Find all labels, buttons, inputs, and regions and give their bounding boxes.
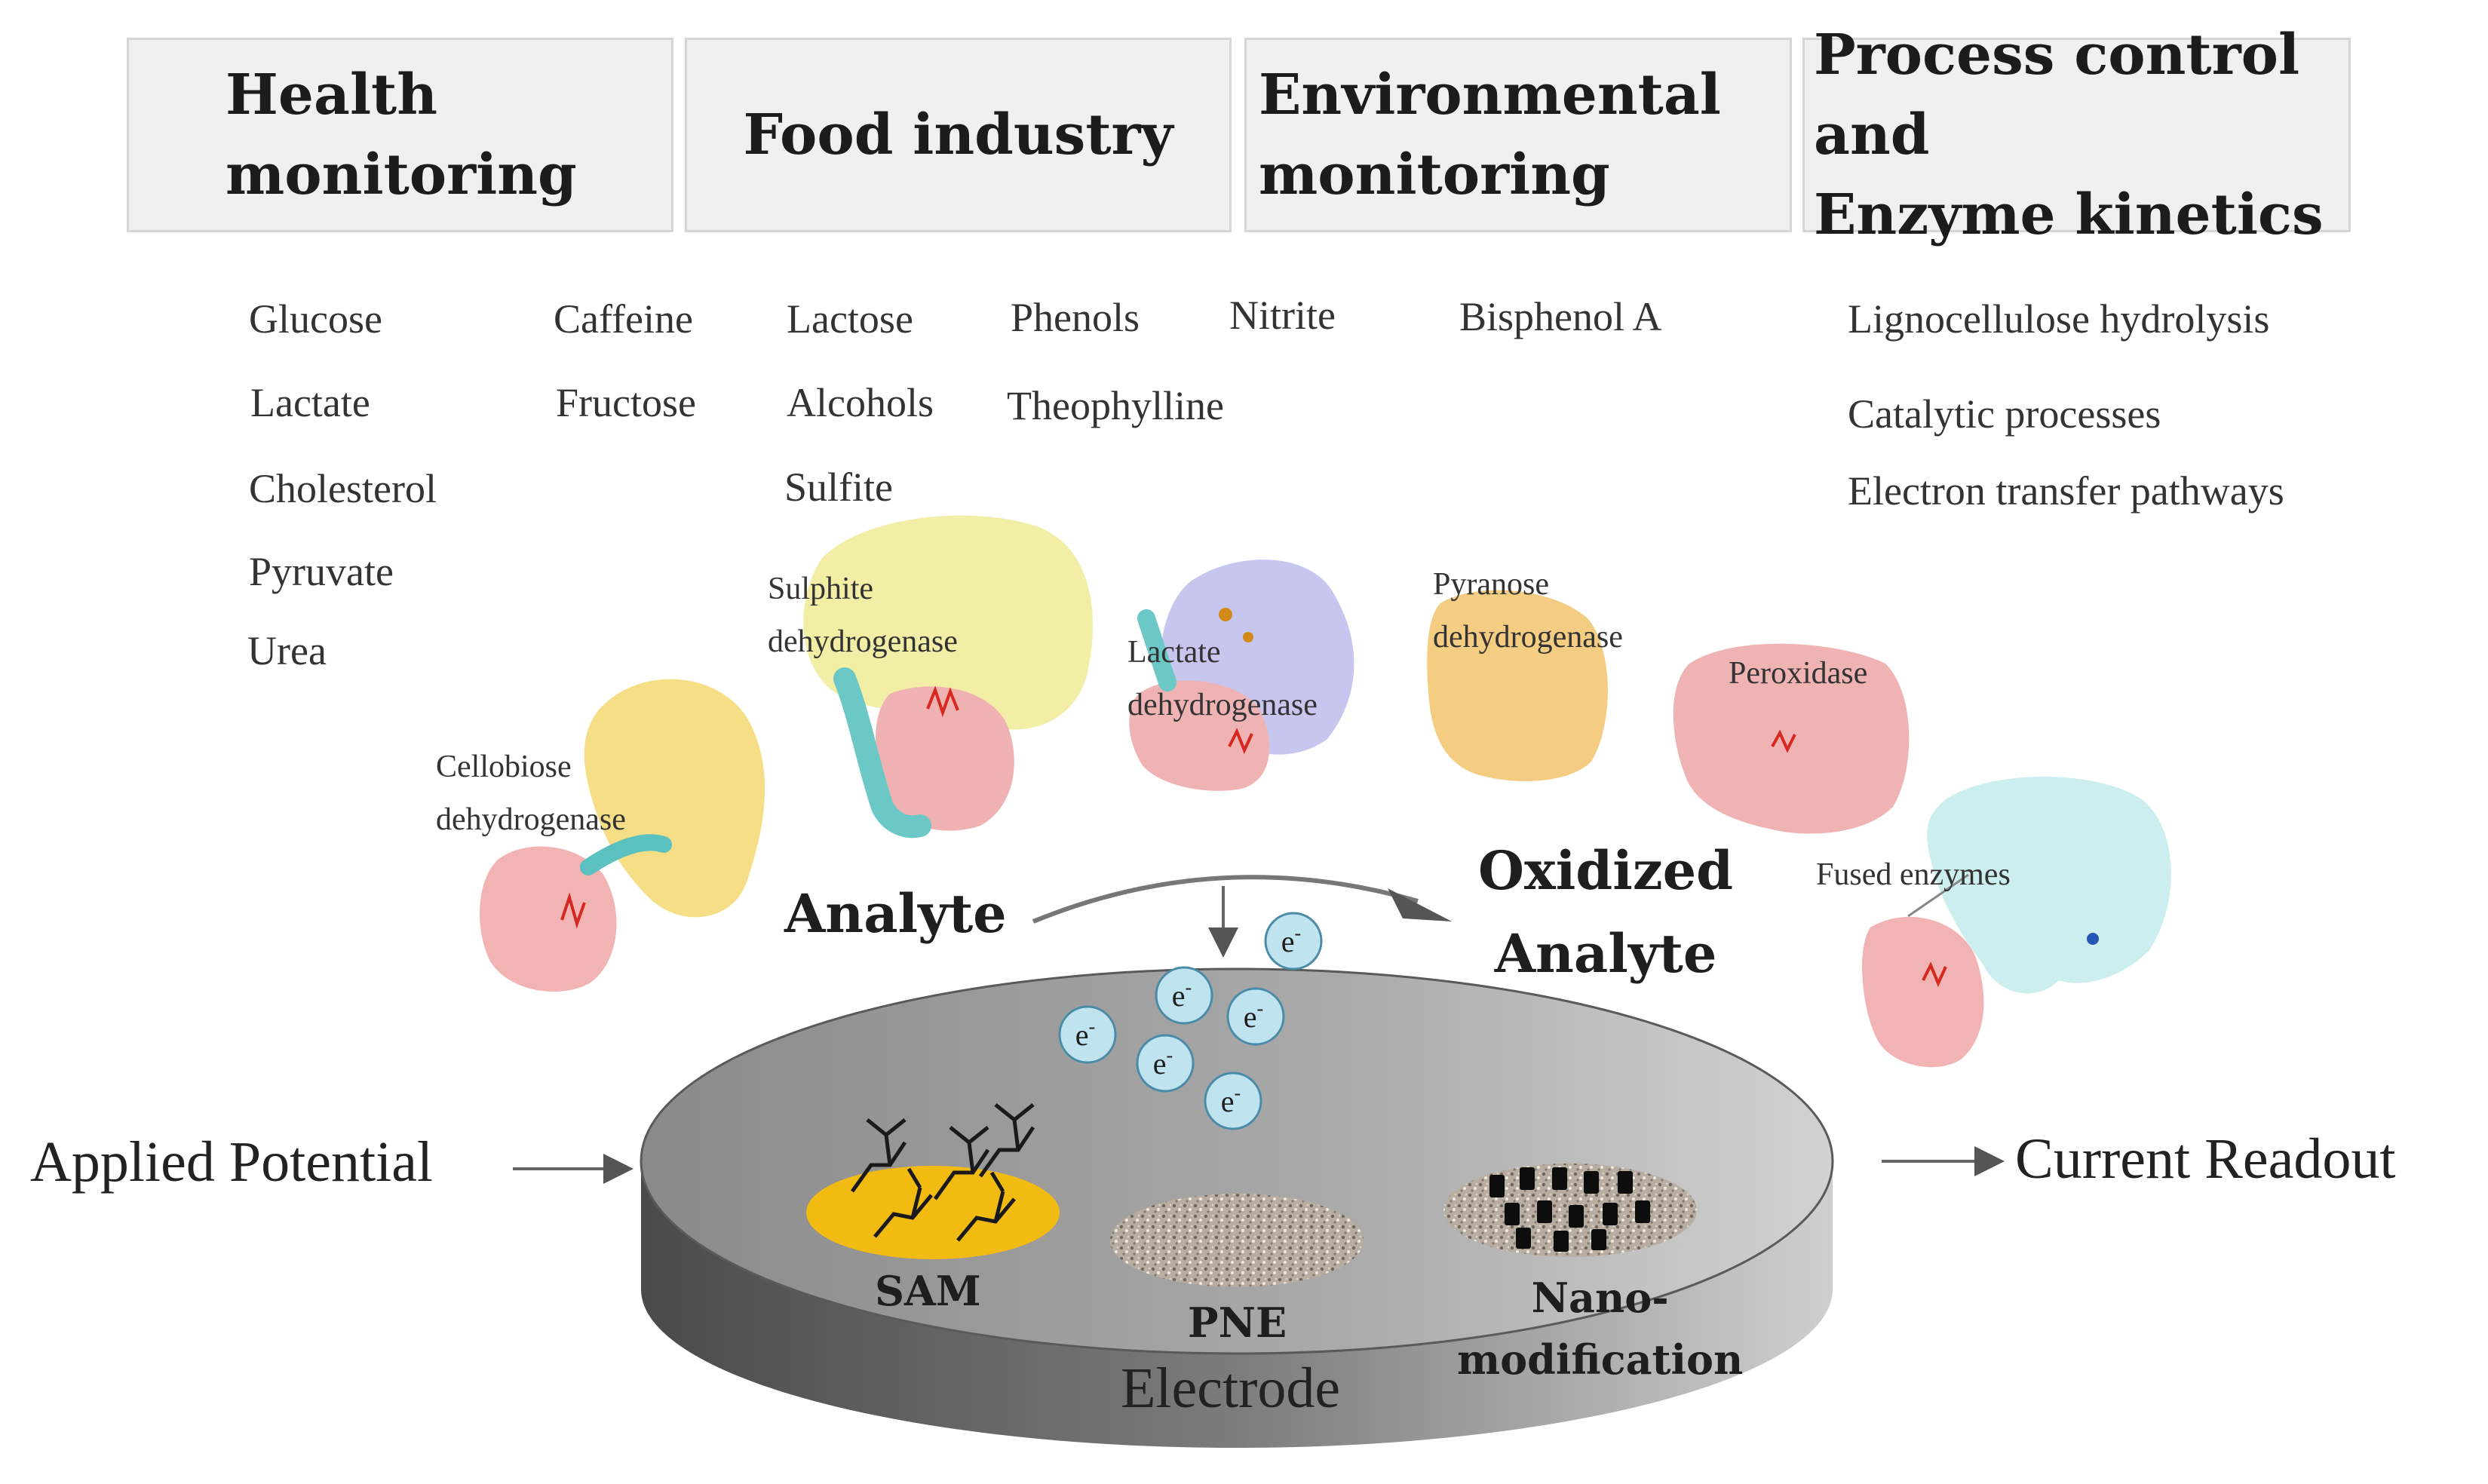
- enzyme-label-sulphite: Sulphite dehydrogenase: [768, 572, 958, 659]
- category-title: Process control and Enzyme kinetics: [1814, 23, 2324, 247]
- enzyme-label-lactate: Lactate dehydrogenase: [1127, 635, 1318, 722]
- pne-label: PNE: [1188, 1298, 1287, 1347]
- analyte-fructose: Fructose: [556, 380, 696, 425]
- electrons: e- e- e- e- e- e-: [1058, 912, 1323, 1130]
- enzyme-label-pyranose: Pyranose dehydrogenase: [1433, 567, 1623, 655]
- sam-surface: [806, 1103, 1060, 1259]
- reaction-arrows: [513, 875, 2005, 1184]
- enzyme-label-peroxidase: Peroxidase: [1729, 656, 1868, 691]
- pne-surface: [1110, 1194, 1364, 1287]
- nano-modification-surface: [1443, 1164, 1697, 1257]
- electrode-label: Electrode: [1121, 1357, 1341, 1420]
- analyte-electron-transfer-pathways: Electron transfer pathways: [1848, 468, 2284, 514]
- nano-modification-label: Nano- modification: [1457, 1274, 1744, 1384]
- category-title: Food industry: [743, 103, 1173, 167]
- applied-potential-label: Applied Potential: [30, 1130, 434, 1194]
- analyte-bisphenol-a: Bisphenol A: [1459, 294, 1662, 339]
- electron-label: e-: [1075, 1016, 1095, 1052]
- reaction-arrowhead-icon: [1388, 888, 1452, 921]
- analyte-theophylline: Theophylline: [1007, 383, 1224, 428]
- electron-label: e-: [1221, 1082, 1241, 1118]
- electron-label: e-: [1281, 922, 1301, 958]
- analyte-glucose: Glucose: [249, 296, 382, 342]
- electron-label: e-: [1244, 998, 1263, 1034]
- category-health-monitoring: Health monitoring: [127, 38, 673, 232]
- enzyme-label-cellobiose: Cellobiose dehydrogenase: [436, 750, 626, 837]
- category-food-industry: Food industry: [685, 38, 1232, 232]
- enzyme-label-fused: Fused enzymes: [1816, 857, 2011, 892]
- analyte-label: Analyte: [784, 882, 1007, 945]
- category-environmental-monitoring: Environmental monitoring: [1244, 38, 1792, 232]
- analyte-pyruvate: Pyruvate: [249, 549, 394, 594]
- enzyme-sulphite-dehydrogenase-icon: [803, 515, 1094, 839]
- analyte-phenols: Phenols: [1011, 295, 1140, 340]
- analyte-lactate: Lactate: [250, 380, 370, 425]
- analyte-urea: Urea: [247, 628, 327, 673]
- sam-molecules-icon: [850, 1103, 1035, 1242]
- enzyme-cellobiose-dehydrogenase-icon: [480, 679, 765, 992]
- category-title: Health monitoring: [225, 63, 577, 207]
- analyte-lignocellulose-hydrolysis: Lignocellulose hydrolysis: [1848, 296, 2270, 342]
- analyte-cholesterol: Cholesterol: [249, 466, 437, 511]
- current-readout-label: Current Readout: [2015, 1127, 2396, 1191]
- electron-label: e-: [1172, 977, 1192, 1013]
- sam-label: SAM: [875, 1267, 981, 1315]
- enzyme-pyranose-dehydrogenase-icon: [1427, 590, 1608, 781]
- analyte-sulfite: Sulfite: [784, 465, 893, 510]
- enzyme-peroxidase-icon: [1673, 643, 1910, 834]
- category-title: Environmental monitoring: [1259, 63, 1721, 207]
- analyte-caffeine: Caffeine: [554, 296, 693, 342]
- analyte-catalytic-processes: Catalytic processes: [1848, 391, 2161, 437]
- analyte-nitrite: Nitrite: [1229, 293, 1336, 338]
- enzyme-lactate-dehydrogenase-icon: [1129, 560, 1354, 791]
- category-process-control: Process control and Enzyme kinetics: [1802, 23, 2351, 247]
- analyte-alcohols: Alcohols: [787, 380, 934, 425]
- enzyme-fused-enzymes-icon: [1862, 777, 2171, 1068]
- oxidized-analyte-label: Oxidized Analyte: [1478, 839, 1734, 985]
- nanostructure-pillars-icon: [1489, 1167, 1650, 1252]
- analyte-lactose: Lactose: [787, 296, 913, 342]
- electron-label: e-: [1153, 1044, 1173, 1081]
